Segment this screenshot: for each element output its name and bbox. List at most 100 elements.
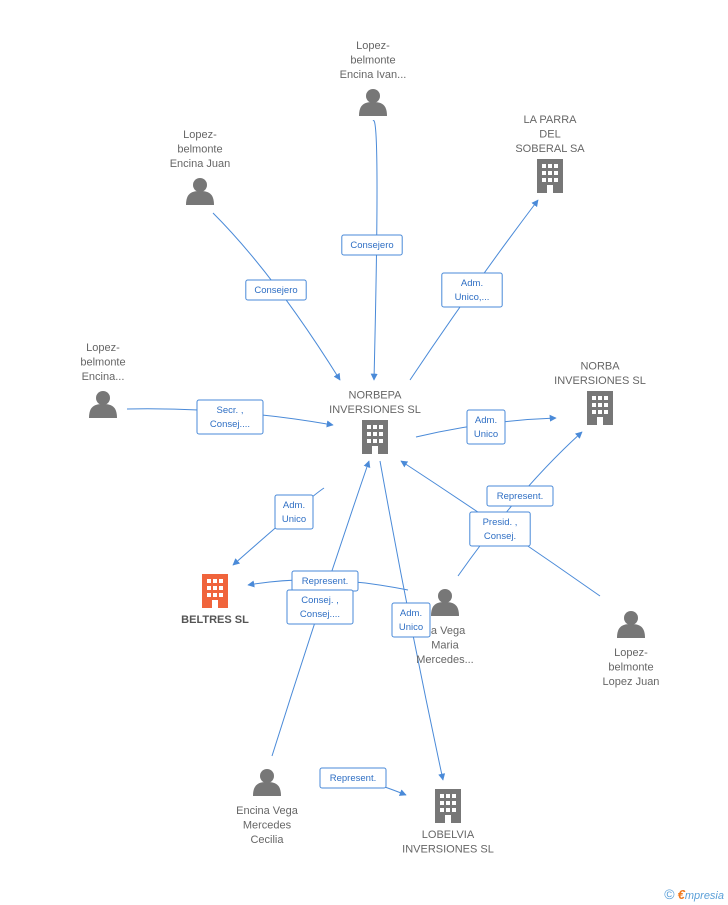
edge-label-box xyxy=(274,494,314,530)
copyright-symbol: © xyxy=(664,886,675,902)
edge-label-text: Unico xyxy=(282,514,306,525)
building-icon xyxy=(362,420,388,454)
edge-label-text: Consej.... xyxy=(210,419,250,430)
edge-label-juan-norbepa[interactable]: Consejero xyxy=(245,279,307,301)
edge-label-text: Adm. xyxy=(400,608,422,619)
node-label: DEL xyxy=(539,129,560,141)
building-icon xyxy=(537,159,563,193)
edge-label-box xyxy=(391,602,431,638)
node-label: Mercedes xyxy=(243,820,292,832)
edge-label-ivan-norbepa[interactable]: Consejero xyxy=(341,234,403,256)
node-label: Mercedes... xyxy=(416,654,473,666)
node-laparra[interactable]: LA PARRA DEL SOBERAL SA xyxy=(515,114,585,193)
node-label: INVERSIONES SL xyxy=(402,844,494,856)
node-beltres[interactable]: BELTRES SL xyxy=(181,574,249,626)
node-label: Lopez- xyxy=(356,40,390,52)
node-label: LOBELVIA xyxy=(422,829,475,841)
edge-label-text: Adm. xyxy=(283,500,305,511)
node-label: INVERSIONES SL xyxy=(554,375,646,387)
node-label: na Vega xyxy=(425,625,466,637)
person-icon xyxy=(431,589,459,616)
node-label: NORBEPA xyxy=(349,390,403,402)
node-norba[interactable]: NORBA INVERSIONES SL xyxy=(554,361,646,426)
node-label: LA PARRA xyxy=(524,114,578,126)
edge-label-norbepa-lobelvia[interactable]: Adm. Unico xyxy=(391,602,431,638)
edge-label-box xyxy=(341,234,403,256)
building-icon xyxy=(202,574,228,608)
nodes-layer: NORBEPA INVERSIONES SL BELTRES SL LA PARRA D… xyxy=(80,40,659,856)
edge-label-box xyxy=(245,279,307,301)
node-label: Encina Ivan... xyxy=(340,69,407,81)
node-label: NORBA xyxy=(580,361,620,373)
node-norbepa[interactable]: NORBEPA INVERSIONES SL xyxy=(329,390,421,455)
brand-name: mpresia xyxy=(684,890,724,902)
edge-label-box xyxy=(196,399,264,435)
node-label: belmonte xyxy=(177,144,222,156)
edge-label-text: Represent. xyxy=(302,576,348,587)
node-label: Encina Vega xyxy=(236,805,299,817)
edge-label-maria-beltres[interactable]: Represent. xyxy=(291,570,359,592)
edge-label-maria-norba[interactable]: Represent. xyxy=(486,485,554,507)
node-label: belmonte xyxy=(608,662,653,674)
edge-label-box xyxy=(286,589,354,625)
node-label: Maria xyxy=(431,640,459,652)
building-icon xyxy=(435,789,461,823)
edge-label-norbepa-beltres[interactable]: Adm. Unico xyxy=(274,494,314,530)
node-encina[interactable]: Lopez-belmonteEncina... xyxy=(80,342,126,418)
node-label: Lopez- xyxy=(183,129,217,141)
person-icon xyxy=(253,769,281,796)
edge-label-cecilia-norbepa[interactable]: Consej. , Consej.... xyxy=(286,589,354,625)
edge-label-text: Unico xyxy=(474,429,498,440)
person-icon xyxy=(359,89,387,116)
node-label: Encina... xyxy=(82,371,125,383)
edge-label-text: Consejero xyxy=(254,285,297,296)
node-label: belmonte xyxy=(350,55,395,67)
edge-label-box xyxy=(319,767,387,789)
node-label: Encina Juan xyxy=(170,158,231,170)
edge-label-text: Represent. xyxy=(497,491,543,502)
edge-label-box xyxy=(441,272,503,308)
node-maria[interactable]: na VegaMariaMercedes... xyxy=(416,589,474,666)
node-label: INVERSIONES SL xyxy=(329,404,421,416)
edge-label-lopezjuan-norbepa[interactable]: Presid. , Consej. xyxy=(469,511,531,547)
brand-e: € xyxy=(677,887,685,902)
edge-label-text: Unico xyxy=(399,622,423,633)
node-label: Lopez- xyxy=(614,647,648,659)
edge-label-norbepa-laparra[interactable]: Adm. Unico,... xyxy=(441,272,503,308)
edges-layer xyxy=(126,120,601,796)
edge-label-text: Adm. xyxy=(461,278,483,289)
edge-label-text: Consejero xyxy=(350,240,393,251)
edge-label-box xyxy=(486,485,554,507)
edge-ivan-norbepa xyxy=(370,120,378,381)
node-label: SOBERAL SA xyxy=(515,143,585,155)
empresia-logo: © €mpresia xyxy=(664,886,724,902)
edge-label-text: Consej.... xyxy=(300,609,340,620)
edge-label-text: Presid. , xyxy=(483,517,518,528)
person-icon xyxy=(186,178,214,205)
edge-label-box xyxy=(466,409,506,445)
edge-label-text: Unico,... xyxy=(455,292,490,303)
edge-label-text: Represent. xyxy=(330,773,376,784)
edge-label-encina-norbepa[interactable]: Secr. , Consej.... xyxy=(196,399,264,435)
node-lobelvia[interactable]: LOBELVIA INVERSIONES SL xyxy=(402,789,494,856)
edge-label-text: Consej. , xyxy=(301,595,339,606)
node-label: BELTRES SL xyxy=(181,614,249,626)
person-icon xyxy=(89,391,117,418)
node-label: Lopez- xyxy=(86,342,120,354)
edge-label-cecilia-lobelvia[interactable]: Represent. xyxy=(319,767,387,789)
node-label: belmonte xyxy=(80,357,125,369)
node-label: Lopez Juan xyxy=(603,676,660,688)
edge-label-box xyxy=(469,511,531,547)
edge-label-text: Secr. , xyxy=(217,405,244,416)
edge-label-text: Consej. xyxy=(484,531,516,542)
node-label: Cecilia xyxy=(250,834,284,846)
edge-label-text: Adm. xyxy=(475,415,497,426)
building-icon xyxy=(587,391,613,425)
edge-label-norbepa-norba[interactable]: Adm. Unico xyxy=(466,409,506,445)
